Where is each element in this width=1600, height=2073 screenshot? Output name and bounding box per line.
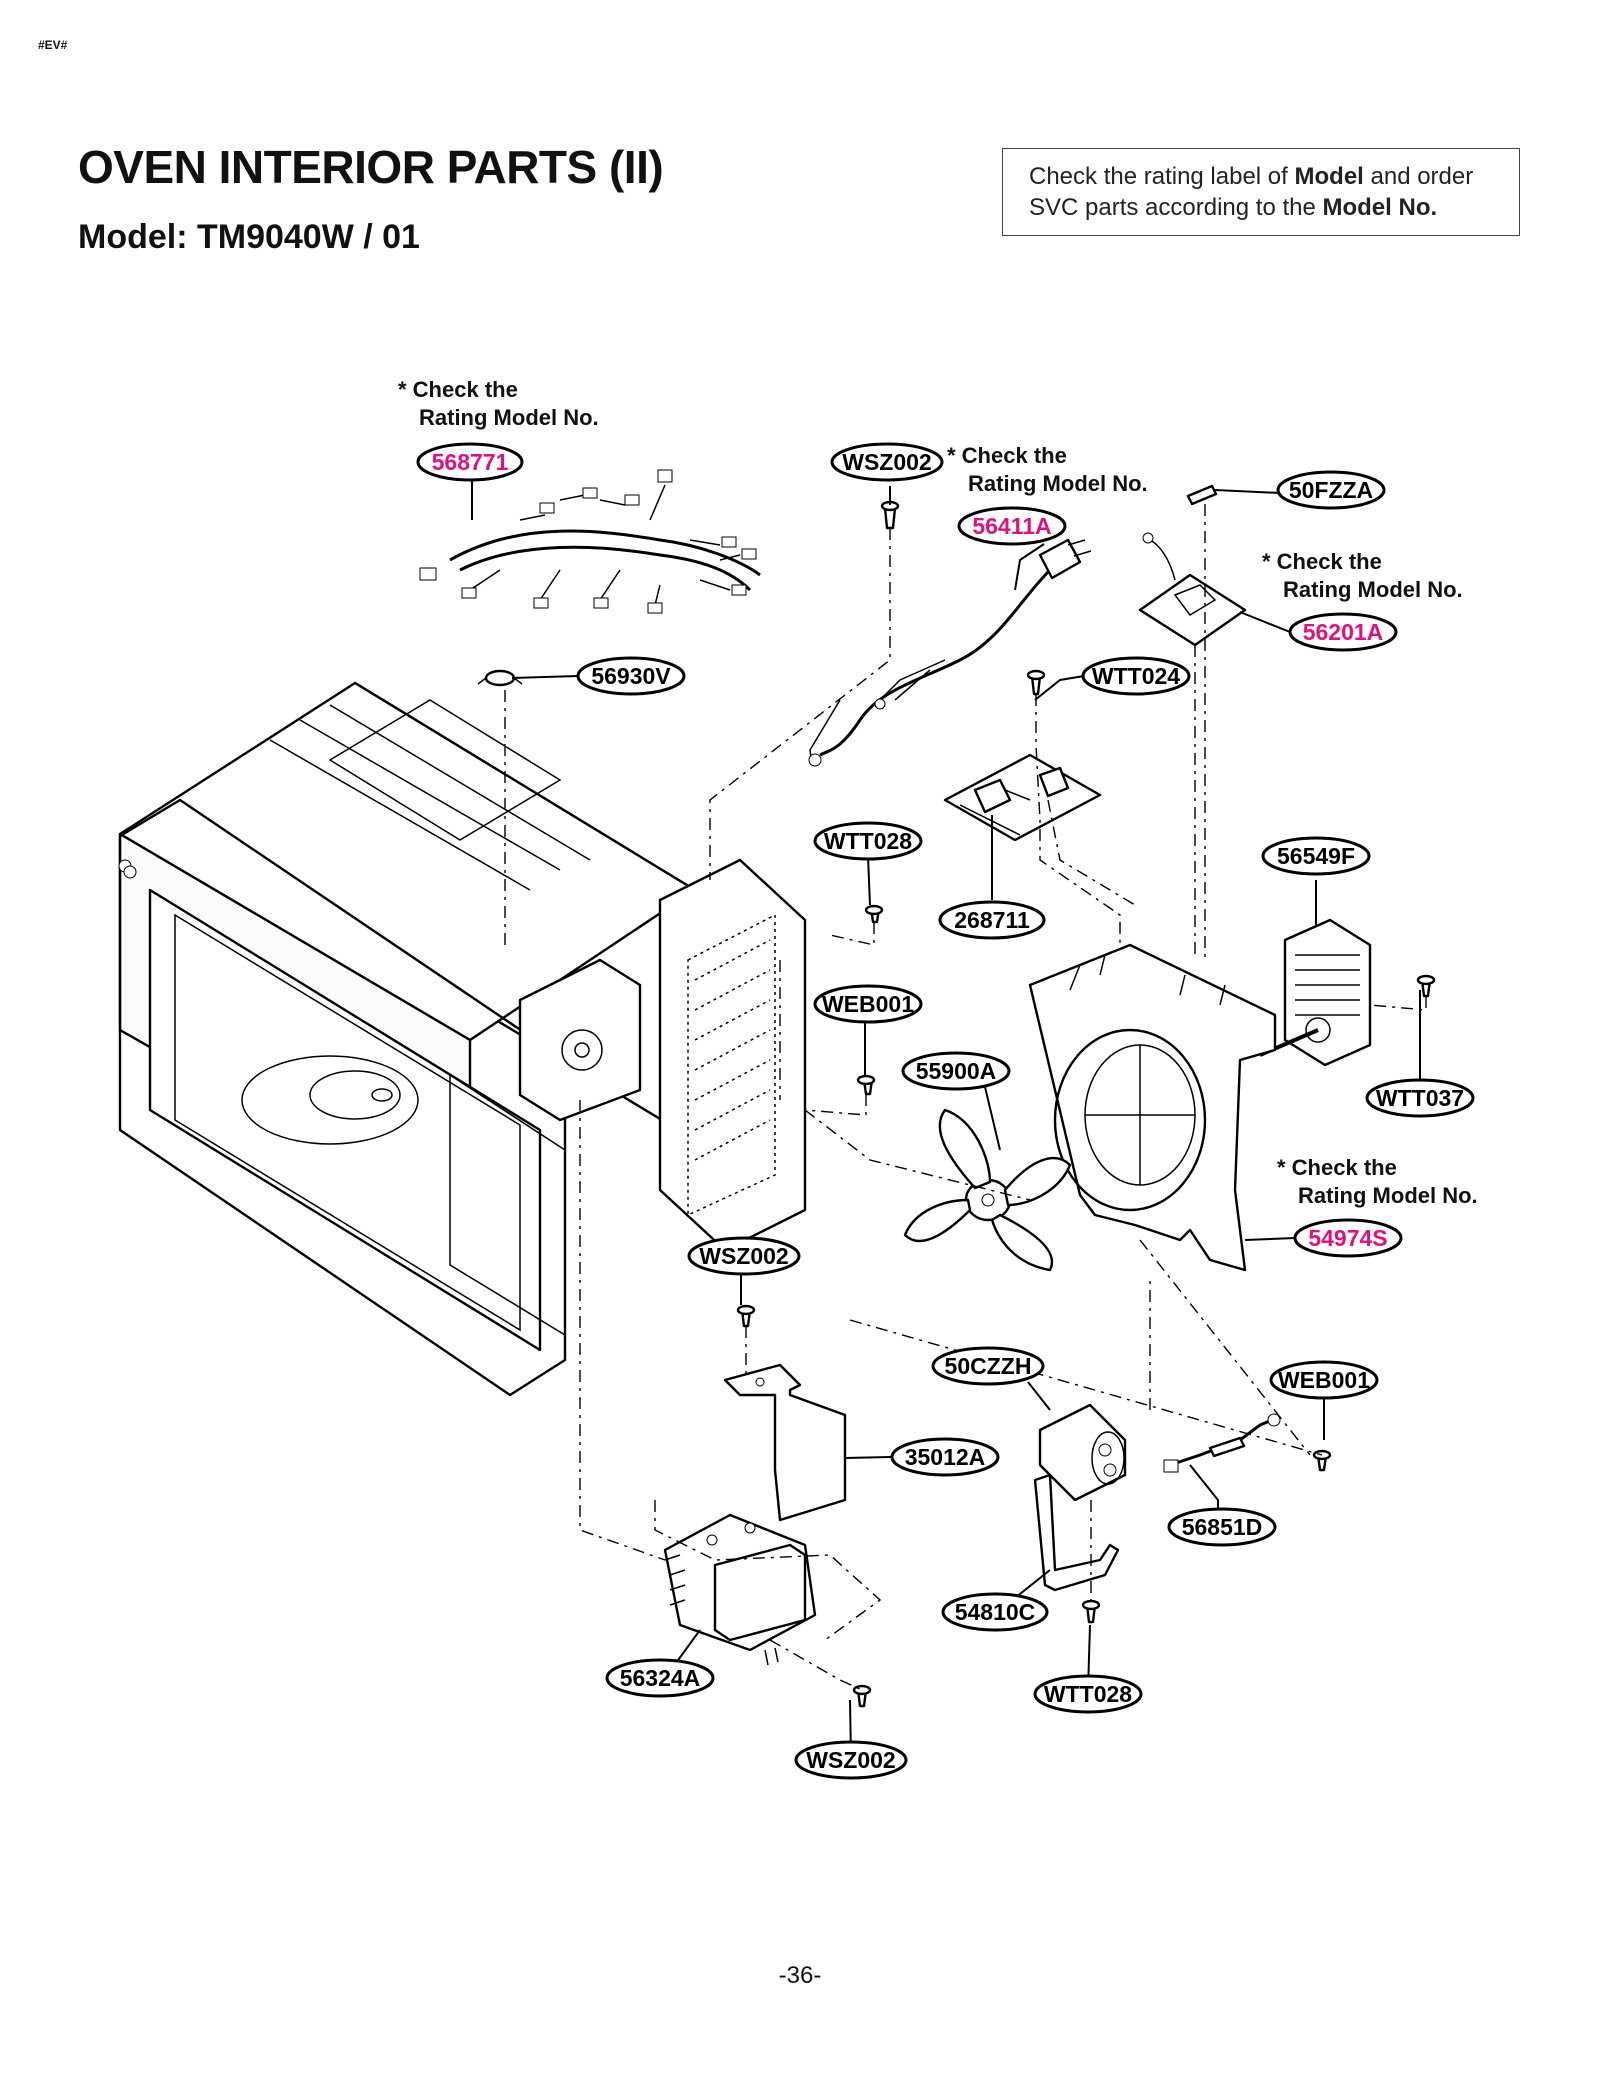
note-text-1: Check the rating label of [1029,163,1295,190]
callout-50czzh-label: 50CZZH [945,1353,1032,1379]
check-note-cord: * Check the Rating Model No. [947,442,1148,498]
callout-55900a-label: 55900A [916,1058,997,1084]
callout-50czzh: 50CZZH [931,1346,1045,1386]
callout-wtt037-label: WTT037 [1376,1085,1464,1111]
callout-wtt037: WTT037 [1365,1078,1475,1118]
callout-56324a: 56324A [605,1658,715,1698]
callout-568771: 568771 [416,442,524,482]
callout-web001-mid: WEB001 [813,984,923,1024]
callout-268711-label: 268711 [954,907,1030,933]
callout-56851d-label: 56851D [1182,1514,1263,1540]
check-note-line1: * Check the [1262,549,1382,574]
callout-wsz002-bottom-label: WSZ002 [806,1747,895,1773]
callout-56411a: 56411A [957,506,1067,546]
magnetron-drawing [663,1513,817,1666]
check-note-noise-filter: * Check the Rating Model No. [1262,548,1463,604]
callout-50fzza: 50FZZA [1276,470,1386,510]
callout-56411a-label: 56411A [972,513,1051,539]
assembly-lines [504,504,1427,1691]
check-note-line1: * Check the [947,443,1067,468]
note-text-2: and order SVC parts according to the [1029,163,1474,221]
check-note-harness: * Check the Rating Model No. [398,376,599,432]
callout-54974s: 54974S [1293,1218,1403,1258]
callout-wsz002-top: WSZ002 [830,442,944,482]
callout-wtt024: WTT024 [1081,656,1191,696]
callout-wtt028-bottom: WTT028 [1033,1674,1143,1714]
callout-56549f: 56549F [1261,836,1371,876]
callout-web001-mid-label: WEB001 [822,991,914,1017]
callout-56851d: 56851D [1167,1507,1277,1547]
check-note-fan-bracket: * Check the Rating Model No. [1277,1154,1478,1210]
callout-56930v: 56930V [576,656,686,696]
callout-55900a: 55900A [901,1051,1011,1091]
callout-wsz002-bottom: WSZ002 [794,1740,908,1780]
check-note-line1: * Check the [1277,1155,1397,1180]
callout-56324a-label: 56324A [620,1665,701,1691]
page-number: -36- [778,1962,822,1989]
callout-56930v-label: 56930V [591,663,671,689]
callout-54810c-label: 54810C [955,1599,1036,1625]
callout-50fzza-label: 50FZZA [1289,477,1373,503]
callout-wtt024-label: WTT024 [1092,663,1180,689]
callout-56201a-label: 56201A [1303,619,1384,645]
capacitor-drawing [1033,1403,1127,1592]
callout-54810c: 54810C [941,1592,1049,1632]
pcb-drawing [943,753,1102,842]
callout-35012a-label: 35012A [905,1444,986,1470]
document-tag: #EV# [38,38,68,52]
callout-35012a: 35012A [890,1437,1000,1477]
callout-268711: 268711 [938,900,1046,940]
callout-wtt028-bottom-label: WTT028 [1044,1681,1132,1707]
fan-motor-drawing [1259,918,1372,1067]
wire-harness-drawing [419,469,761,614]
check-note-line2: Rating Model No. [968,471,1148,496]
callout-56201a: 56201A [1288,612,1398,652]
page-title: OVEN INTERIOR PARTS (II) [78,141,664,193]
callout-web001-right: WEB001 [1269,1360,1379,1400]
model-subtitle: Model: TM9040W / 01 [78,218,420,256]
rating-label-note: Check the rating label of Model and orde… [1002,148,1520,236]
note-bold-1: Model [1294,163,1364,190]
callout-568771-label: 568771 [432,449,509,475]
callout-wsz002-top-label: WSZ002 [842,449,931,475]
callout-wsz002-mid: WSZ002 [687,1236,801,1276]
fan-blade-drawing [903,1108,1072,1272]
noise-filter-drawing [1138,532,1247,647]
check-note-line1: * Check the [398,377,518,402]
callout-wtt028-mid-label: WTT028 [824,828,912,854]
note-bold-2: Model No. [1322,194,1438,221]
check-note-line2: Rating Model No. [1298,1183,1478,1208]
power-cord-drawing [808,538,1092,767]
callout-wsz002-mid-label: WSZ002 [699,1243,788,1269]
oven-cavity-drawing [118,681,807,1397]
callout-wtt028-mid: WTT028 [813,821,923,861]
diode-drawing [1163,1413,1281,1473]
callout-54974s-label: 54974S [1308,1225,1387,1251]
magnetron-bracket-drawing [723,1363,847,1522]
check-note-line2: Rating Model No. [419,405,599,430]
check-note-line2: Rating Model No. [1283,577,1463,602]
callout-web001-right-label: WEB001 [1278,1367,1370,1393]
fan-bracket-drawing [1028,943,1277,1272]
callout-56549f-label: 56549F [1277,843,1355,869]
